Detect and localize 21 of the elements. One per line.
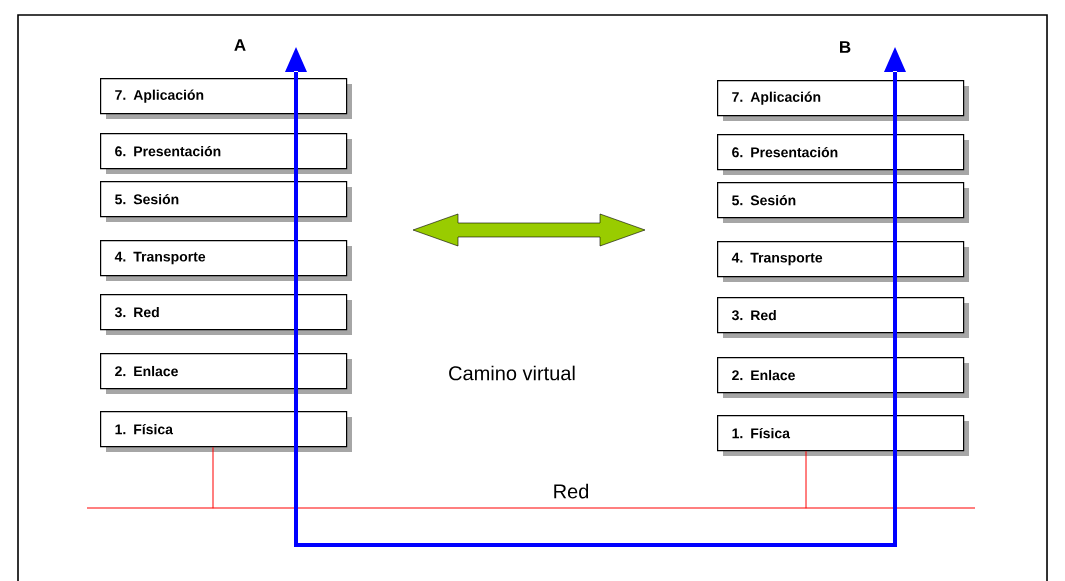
layer-box: 6. Presentación [717,134,969,175]
layer-box: 3. Red [100,294,352,335]
stack-heading: B [840,41,851,53]
layer-box: 2. Enlace [100,353,352,394]
layer-box: 4. Transporte [100,240,352,281]
layer-box: 1. Física [100,411,352,452]
layer-box: 3. Red [717,297,969,338]
layer-box: 6. Presentación [100,133,352,174]
layer-box: 5. Sesión [717,182,969,223]
layer-box: 2. Enlace [717,357,969,398]
connector-line [212,446,214,509]
layer-box: 4. Transporte [717,241,969,282]
layer-box: 5. Sesión [100,181,352,222]
layer-box: 7. Aplicación [100,78,352,119]
layer-box: 7. Aplicación [717,80,969,121]
network-line [86,507,976,509]
connector-line [805,450,807,509]
layer-box: 1. Física [717,415,969,456]
path-label: Camino virtual [449,365,575,381]
stack-heading: A [234,39,246,51]
network-label: Red [554,483,589,499]
